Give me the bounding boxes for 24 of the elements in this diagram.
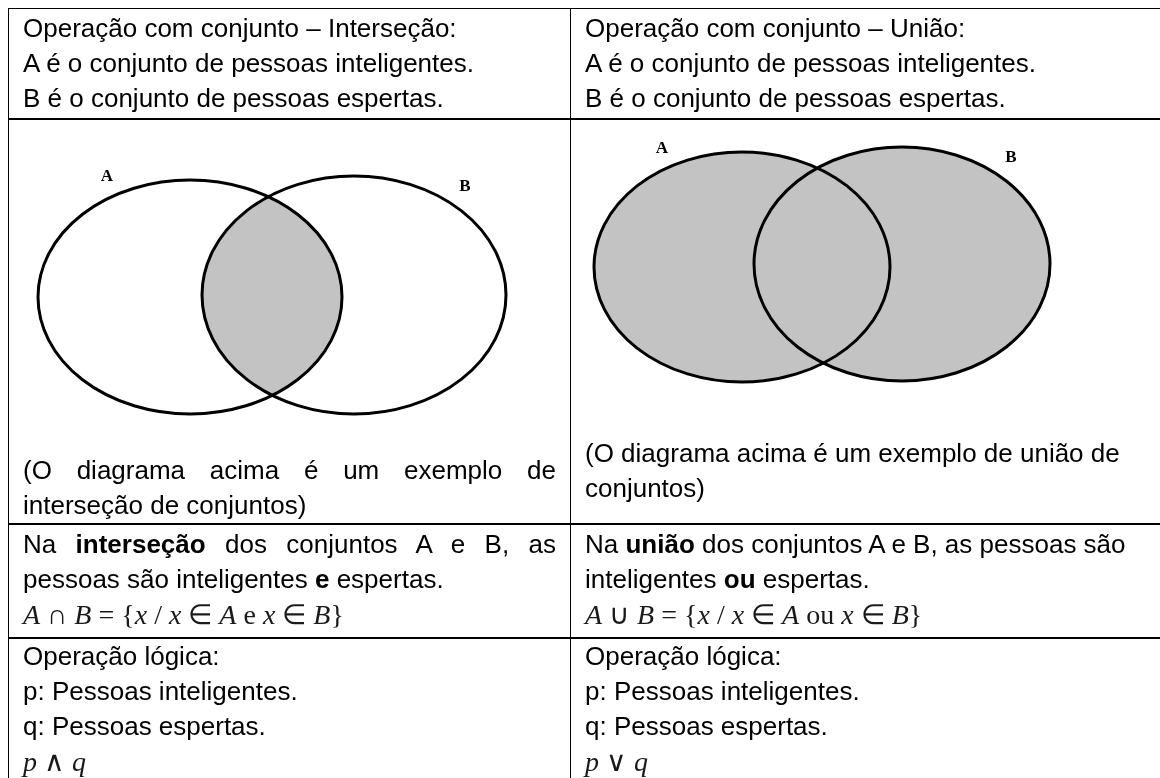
- cell-text: B é o conjunto de pessoas espertas.: [585, 82, 1007, 115]
- cell-text: Na interseção dos conjuntos A e B, as pessoas são inteligentes e espertas.: [23, 528, 556, 596]
- cell-text: q: Pessoas espertas.: [23, 710, 267, 743]
- cell-text: B é o conjunto de pessoas espertas.: [23, 82, 445, 115]
- cell-text: Operação lógica:: [23, 640, 221, 673]
- cell-text: Operação com conjunto – Interseção:: [23, 12, 458, 45]
- cell-text: p: Pessoas inteligentes.: [585, 675, 861, 708]
- cell-text: Operação com conjunto – União:: [585, 12, 967, 45]
- cell-text: (O diagrama acima é um exemplo de interseção de conjuntos): [23, 454, 556, 522]
- set-letter: A: [100, 167, 114, 185]
- set-letter: A: [655, 139, 669, 157]
- cell-text: A é o conjunto de pessoas inteligentes.: [23, 47, 475, 80]
- cell-text: Operação lógica:: [585, 640, 783, 673]
- cell-text: A é o conjunto de pessoas inteligentes.: [585, 47, 1037, 80]
- set-letter: B: [459, 177, 471, 195]
- math-formula: A ∩ B = {x / x ∈ A e x ∈ B}: [23, 598, 345, 632]
- cell-text: p: Pessoas inteligentes.: [23, 675, 299, 708]
- math-formula: p ∧ q: [23, 745, 87, 778]
- math-formula: p ∨ q: [585, 745, 649, 778]
- cell-text: q: Pessoas espertas.: [585, 710, 829, 743]
- cell-text: (O diagrama acima é um exemplo de união de conjuntos): [585, 437, 1121, 505]
- set-letter: B: [1005, 148, 1017, 166]
- cell-text: Na união dos conjuntos A e B, as pessoas são inteligentes ou espertas.: [585, 528, 1127, 596]
- math-formula: A ∪ B = {x / x ∈ A ou x ∈ B}: [585, 598, 924, 632]
